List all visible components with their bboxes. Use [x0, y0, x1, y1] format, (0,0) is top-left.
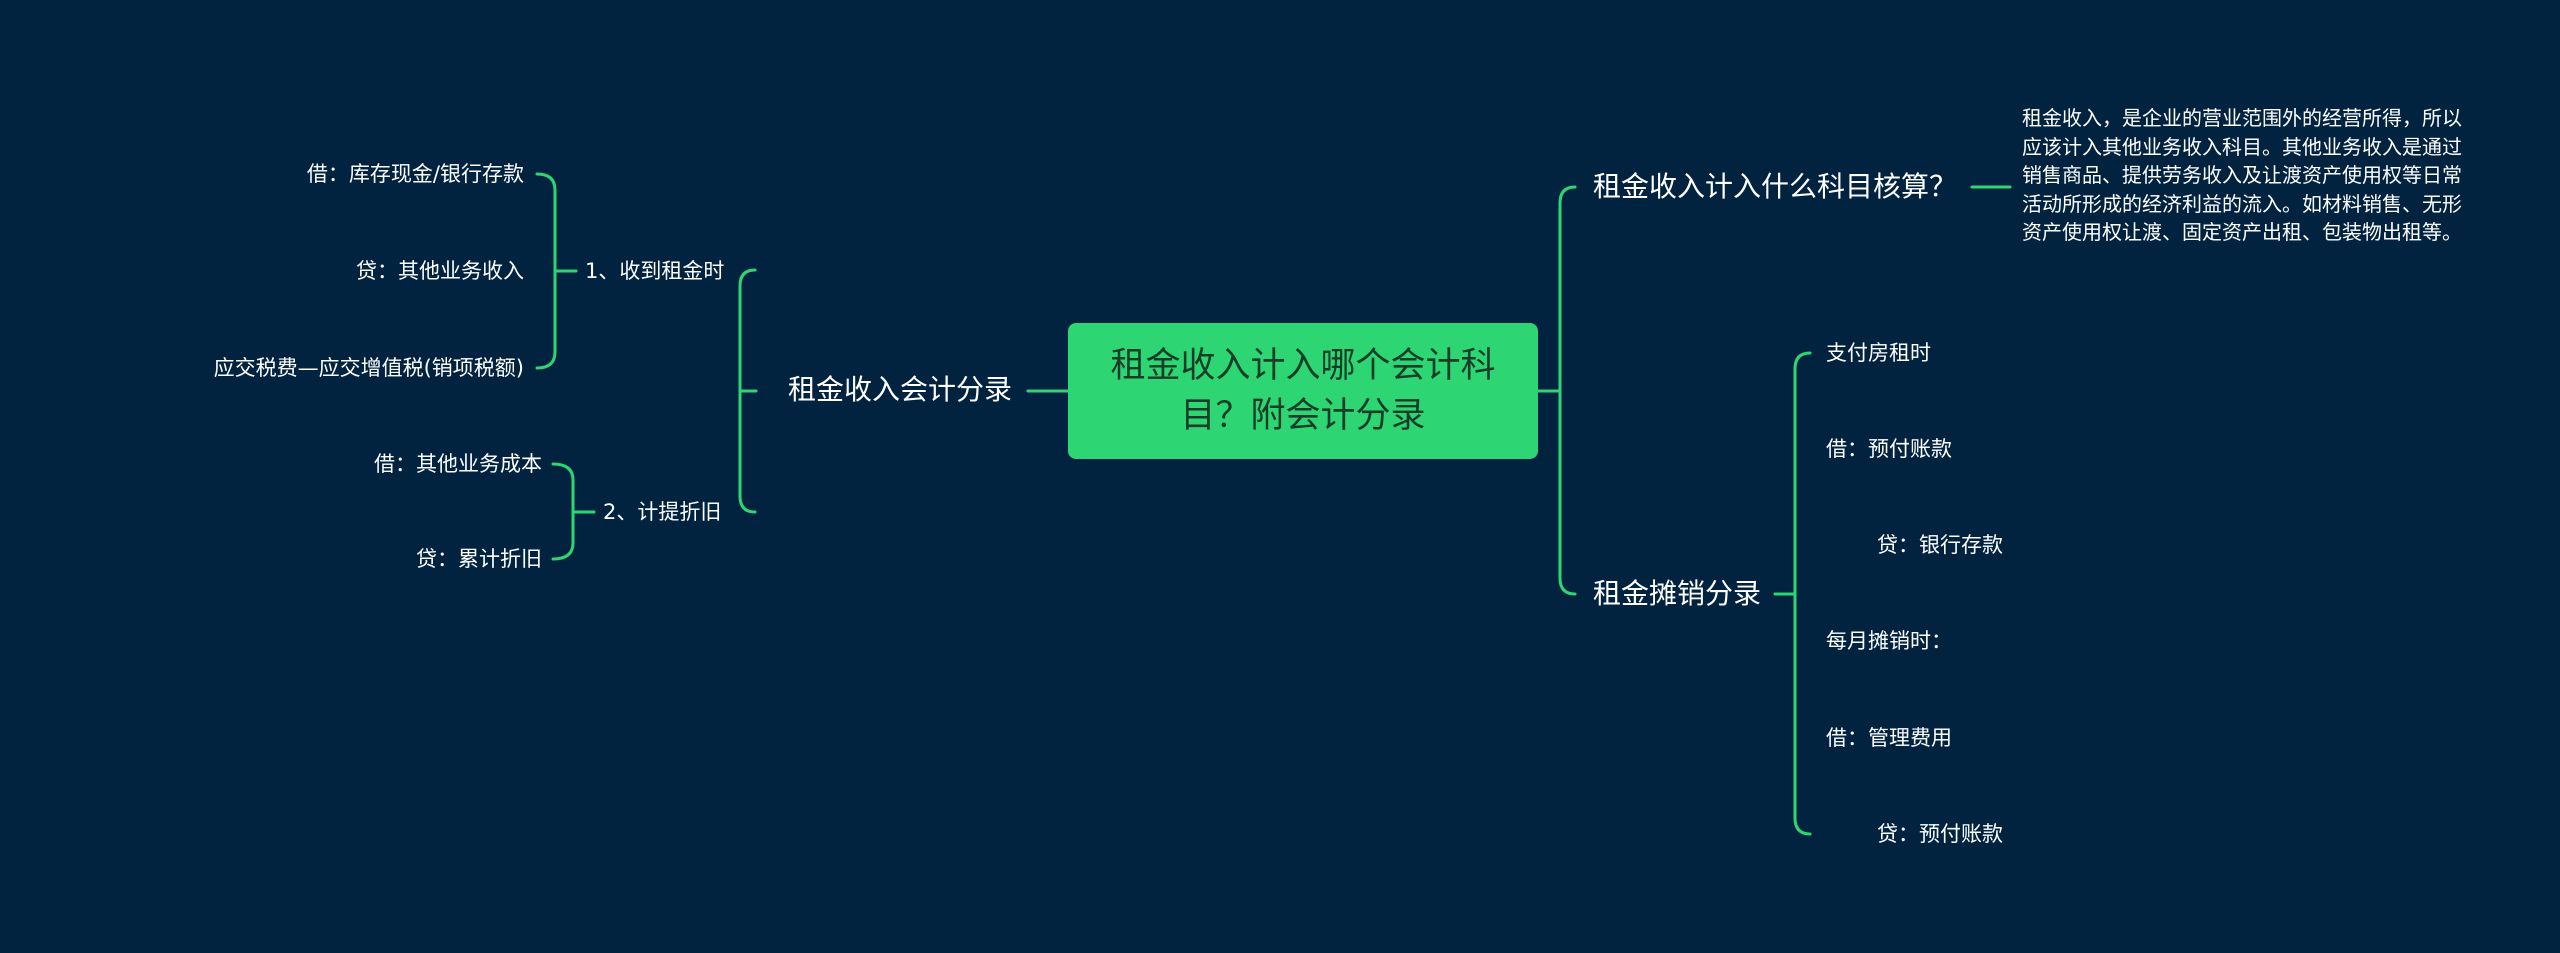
leaf-debit-cash-label: 借：库存现金/银行存款: [306, 162, 524, 186]
subtopic-depreciation-label: 2、计提折旧: [603, 500, 722, 524]
explanation-note-text: 租金收入，是企业的营业范围外的经营所得，所以应该计入其他业务收入科目。其他业务收…: [2022, 106, 2462, 244]
leaf-debit-admin-expense[interactable]: 借：管理费用: [1826, 724, 1952, 752]
leaf-debit-admin-expense-label: 借：管理费用: [1826, 726, 1952, 750]
right-branch-account-question[interactable]: 租金收入计入什么科目核算？: [1593, 169, 1957, 205]
leaf-credit-prepaid-label: 贷：预付账款: [1877, 822, 2003, 846]
leaf-debit-other-cost[interactable]: 借：其他业务成本: [374, 450, 542, 478]
leaf-debit-other-cost-label: 借：其他业务成本: [374, 452, 542, 476]
bracket-right-main: [1558, 185, 1577, 596]
leaf-vat-payable-label: 应交税费—应交增值税(销项税额): [213, 356, 524, 380]
left-branch-label: 租金收入会计分录: [788, 373, 1013, 406]
leaf-debit-prepaid[interactable]: 借：预付账款: [1826, 435, 1952, 463]
root-topic-label: 租金收入计入哪个会计科目？附会计分录: [1110, 346, 1496, 436]
explanation-note: 租金收入，是企业的营业范围外的经营所得，所以应该计入其他业务收入科目。其他业务收…: [2022, 104, 2462, 247]
leaf-credit-bank-deposit-label: 贷：银行存款: [1877, 533, 2003, 557]
leaf-debit-cash[interactable]: 借：库存现金/银行存款: [307, 160, 524, 188]
leaf-credit-prepaid[interactable]: 贷：预付账款: [1877, 820, 2003, 848]
bracket-sub2: [551, 462, 575, 561]
subtopic-receive-rent-label: 1、收到租金时: [585, 259, 725, 283]
leaf-credit-accum-depreciation-label: 贷：累计折旧: [416, 547, 542, 571]
right-branch-account-question-label: 租金收入计入什么科目核算？: [1593, 170, 1958, 203]
leaf-credit-other-income-label: 贷：其他业务收入: [356, 259, 524, 283]
right-branch-amortization[interactable]: 租金摊销分录: [1593, 576, 1761, 612]
leaf-monthly-amortization-label: 每月摊销时：: [1826, 629, 1952, 653]
leaf-credit-bank-deposit[interactable]: 贷：银行存款: [1877, 531, 2003, 559]
bracket-branch2: [1793, 351, 1812, 836]
bracket-sub1: [535, 172, 557, 370]
root-topic[interactable]: 租金收入计入哪个会计科目？附会计分录: [1068, 323, 1538, 459]
leaf-credit-other-income[interactable]: 贷：其他业务收入: [356, 257, 524, 285]
leaf-vat-payable[interactable]: 应交税费—应交增值税(销项税额): [214, 354, 524, 382]
leaf-credit-accum-depreciation[interactable]: 贷：累计折旧: [416, 545, 542, 573]
left-branch-topic[interactable]: 租金收入会计分录: [788, 372, 1012, 408]
subtopic-depreciation[interactable]: 2、计提折旧: [603, 498, 721, 526]
leaf-debit-prepaid-label: 借：预付账款: [1826, 437, 1952, 461]
bracket-left-main: [738, 268, 757, 514]
leaf-pay-rent-label: 支付房租时: [1826, 341, 1931, 365]
leaf-monthly-amortization[interactable]: 每月摊销时：: [1826, 627, 1952, 655]
right-branch-amortization-label: 租金摊销分录: [1593, 577, 1762, 610]
subtopic-receive-rent[interactable]: 1、收到租金时: [585, 257, 724, 285]
leaf-pay-rent[interactable]: 支付房租时: [1826, 339, 1931, 367]
